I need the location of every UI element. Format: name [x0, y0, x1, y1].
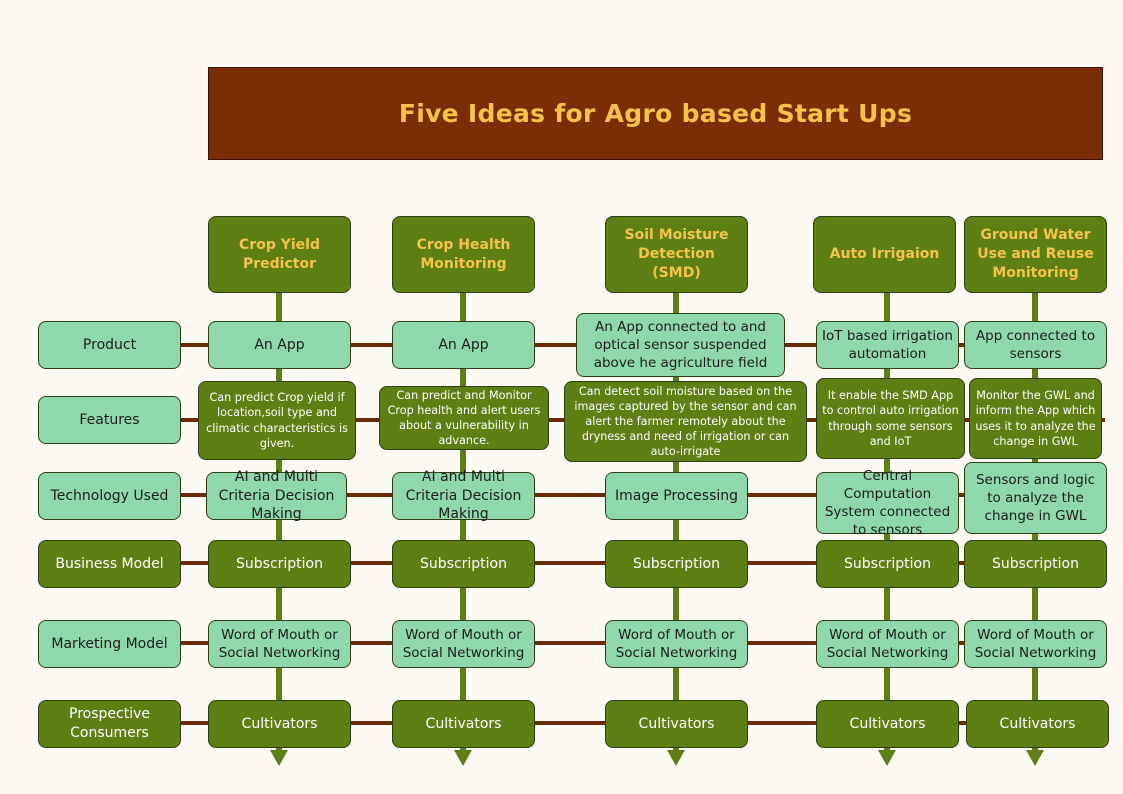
row-label-business: Business Model — [38, 540, 181, 588]
arrow-down-icon — [454, 750, 472, 766]
product-cell: An App connected to and optical sensor s… — [576, 313, 785, 377]
marketing-cell: Word of Mouth or Social Networking — [208, 620, 351, 668]
technology-cell: AI and Multi Criteria Decision Making — [206, 469, 347, 522]
business-cell: Subscription — [208, 540, 351, 588]
business-cell: Subscription — [964, 540, 1107, 588]
product-cell: An App — [392, 321, 535, 369]
business-cell: Subscription — [392, 540, 535, 588]
arrow-down-icon — [667, 750, 685, 766]
features-cell: Can predict Crop yield if location,soil … — [198, 381, 356, 460]
marketing-cell: Word of Mouth or Social Networking — [392, 620, 535, 668]
consumers-cell: Cultivators — [605, 700, 748, 748]
idea-header-auto-irrigation: Auto Irrigaion — [813, 216, 956, 293]
technology-cell: Sensors and logic to analyze the change … — [964, 462, 1107, 534]
product-cell: IoT based irrigation automation — [816, 321, 959, 369]
row-label-consumers: Prospective Consumers — [38, 700, 181, 748]
product-cell: App connected to sensors — [964, 321, 1107, 369]
business-cell: Subscription — [605, 540, 748, 588]
technology-cell: AI and Multi Criteria Decision Making — [392, 469, 535, 522]
row-label-product: Product — [38, 321, 181, 369]
technology-cell: Central Computation System connected to … — [816, 468, 959, 538]
idea-header-crop-health: Crop Health Monitoring — [392, 216, 535, 293]
marketing-cell: Word of Mouth or Social Networking — [964, 620, 1107, 668]
technology-cell: Image Processing — [605, 472, 748, 520]
features-cell: Monitor the GWL and inform the App which… — [969, 378, 1102, 459]
idea-header-ground-water: Ground Water Use and Reuse Monitoring — [964, 216, 1107, 293]
row-label-marketing: Marketing Model — [38, 620, 181, 668]
row-label-technology: Technology Used — [38, 472, 181, 520]
arrow-down-icon — [878, 750, 896, 766]
arrow-down-icon — [1026, 750, 1044, 766]
consumers-cell: Cultivators — [392, 700, 535, 748]
row-label-features: Features — [38, 396, 181, 444]
diagram-title: Five Ideas for Agro based Start Ups — [208, 67, 1103, 160]
features-cell: Can predict and Monitor Crop health and … — [379, 386, 549, 450]
marketing-cell: Word of Mouth or Social Networking — [605, 620, 748, 668]
arrow-down-icon — [270, 750, 288, 766]
product-cell: An App — [208, 321, 351, 369]
consumers-cell: Cultivators — [816, 700, 959, 748]
idea-header-soil-moisture: Soil Moisture Detection (SMD) — [605, 216, 748, 293]
consumers-cell: Cultivators — [966, 700, 1109, 748]
marketing-cell: Word of Mouth or Social Networking — [816, 620, 959, 668]
features-cell: Can detect soil moisture based on the im… — [564, 381, 807, 462]
business-cell: Subscription — [816, 540, 959, 588]
consumers-cell: Cultivators — [208, 700, 351, 748]
idea-header-crop-yield: Crop Yield Predictor — [208, 216, 351, 293]
features-cell: It enable the SMD App to control auto ir… — [816, 378, 965, 459]
